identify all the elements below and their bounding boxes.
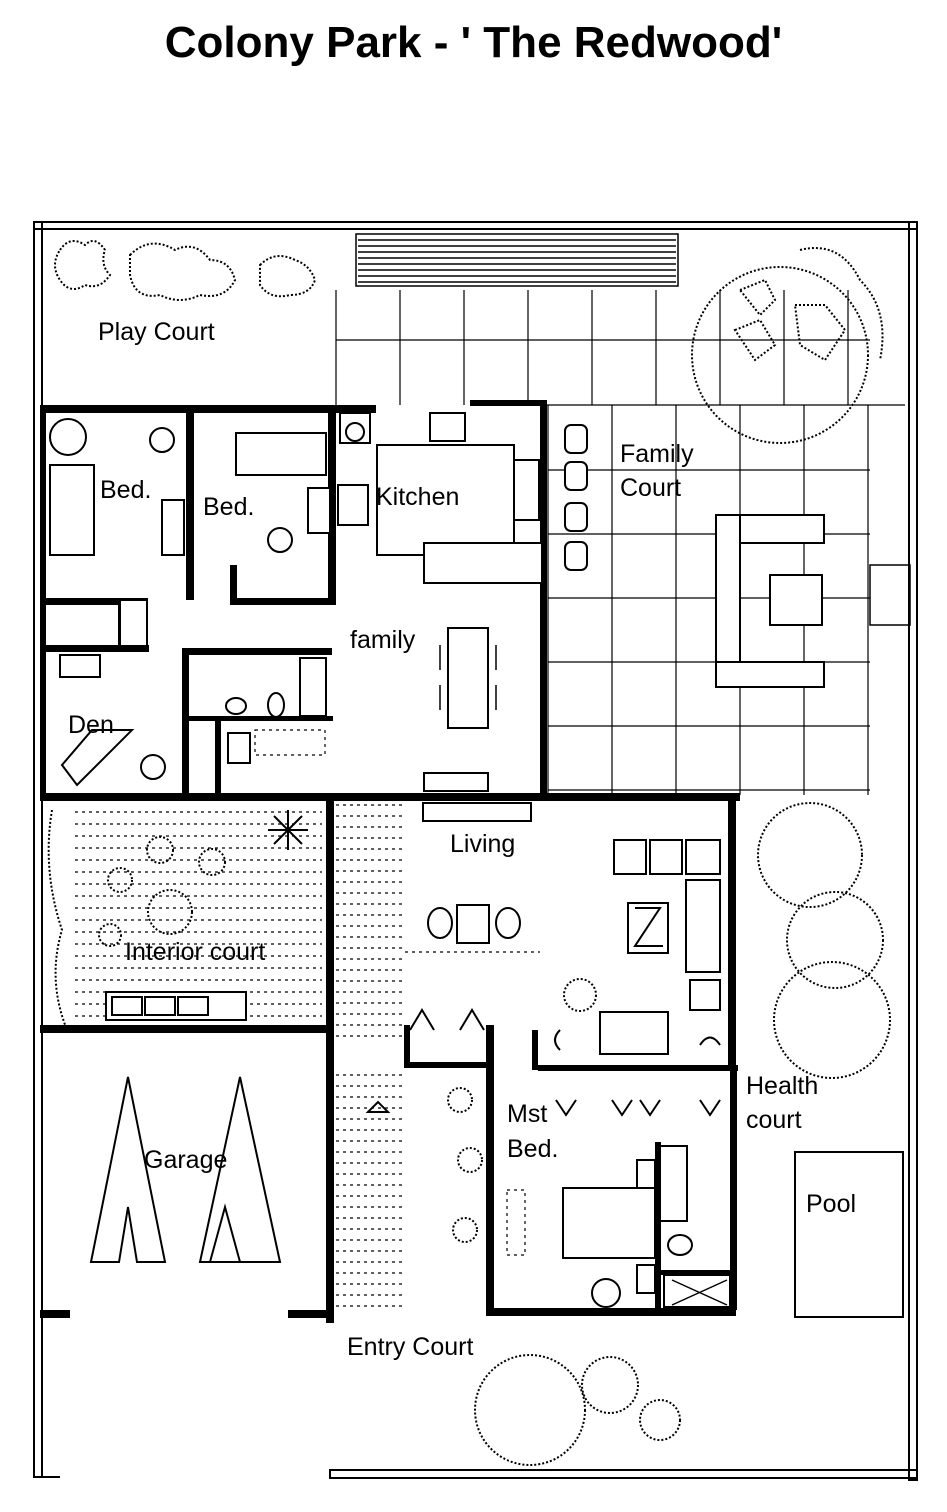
entry-walk-paving [336, 804, 405, 1307]
label-play-court: Play Court [98, 318, 215, 346]
label-bed-1: Bed. [100, 476, 151, 504]
label-den: Den [68, 711, 114, 739]
room-labels: Play Court Bed. Bed. Kitchen Family Cour… [68, 318, 856, 1361]
landscaping [47, 240, 891, 1466]
label-garage: Garage [144, 1146, 227, 1174]
label-bed-2: Bed. [203, 493, 254, 521]
label-family: family [350, 626, 416, 654]
label-health-court-line2: court [746, 1106, 802, 1134]
deck-stripes [355, 233, 679, 287]
label-entry-court: Entry Court [347, 1333, 473, 1361]
label-kitchen: Kitchen [376, 483, 459, 511]
label-living: Living [450, 830, 515, 858]
label-pool: Pool [806, 1190, 856, 1218]
site-boundary [33, 221, 918, 1481]
label-interior-court: Interior court [125, 938, 265, 966]
label-master-bed-line2: Bed. [507, 1135, 558, 1163]
walls [40, 400, 911, 1323]
label-master-bed-line1: Mst [507, 1100, 547, 1128]
label-health-court-line1: Health [746, 1072, 818, 1100]
label-family-court-line2: Court [620, 474, 681, 502]
plan-title: Colony Park - ' The Redwood' [164, 18, 783, 67]
furniture [49, 412, 904, 1318]
interior-court-paving [75, 811, 322, 1017]
label-family-court-line1: Family [620, 440, 694, 468]
